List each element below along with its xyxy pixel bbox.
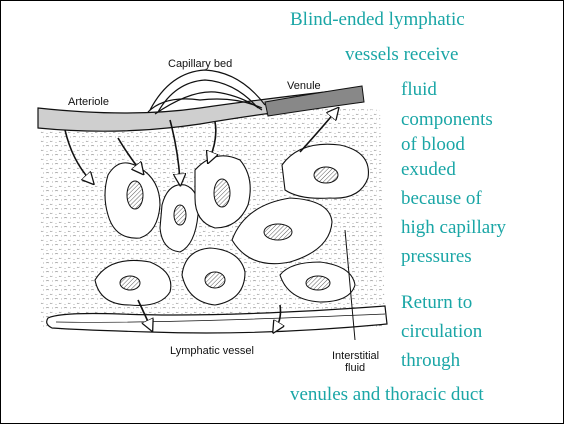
venule-label: Venule	[287, 80, 321, 92]
caption-line: because of	[401, 187, 482, 210]
interstitial-fluid-label: Interstitial	[332, 350, 379, 362]
caption-line: through	[401, 349, 460, 372]
caption-line: circulation	[401, 320, 482, 343]
lymphatic-vessel-label: Lymphatic vessel	[170, 345, 254, 357]
caption-line: Blind-ended lymphatic	[290, 8, 465, 31]
caption-line: vessels receive	[345, 43, 458, 66]
interstitial-fluid-label-2: fluid	[345, 362, 365, 374]
caption-line: high capillary	[401, 216, 506, 239]
capillary-bed-label: Capillary bed	[168, 58, 232, 70]
caption-line: Return to	[401, 291, 472, 314]
caption-line: fluid	[401, 78, 437, 101]
caption-line: exuded	[401, 158, 456, 181]
caption-line: components	[401, 108, 493, 131]
caption-line: of blood	[401, 133, 465, 156]
arteriole-label: Arteriole	[68, 96, 109, 108]
caption-line: venules and thoracic duct	[290, 383, 484, 406]
caption-line: pressures	[401, 245, 472, 268]
